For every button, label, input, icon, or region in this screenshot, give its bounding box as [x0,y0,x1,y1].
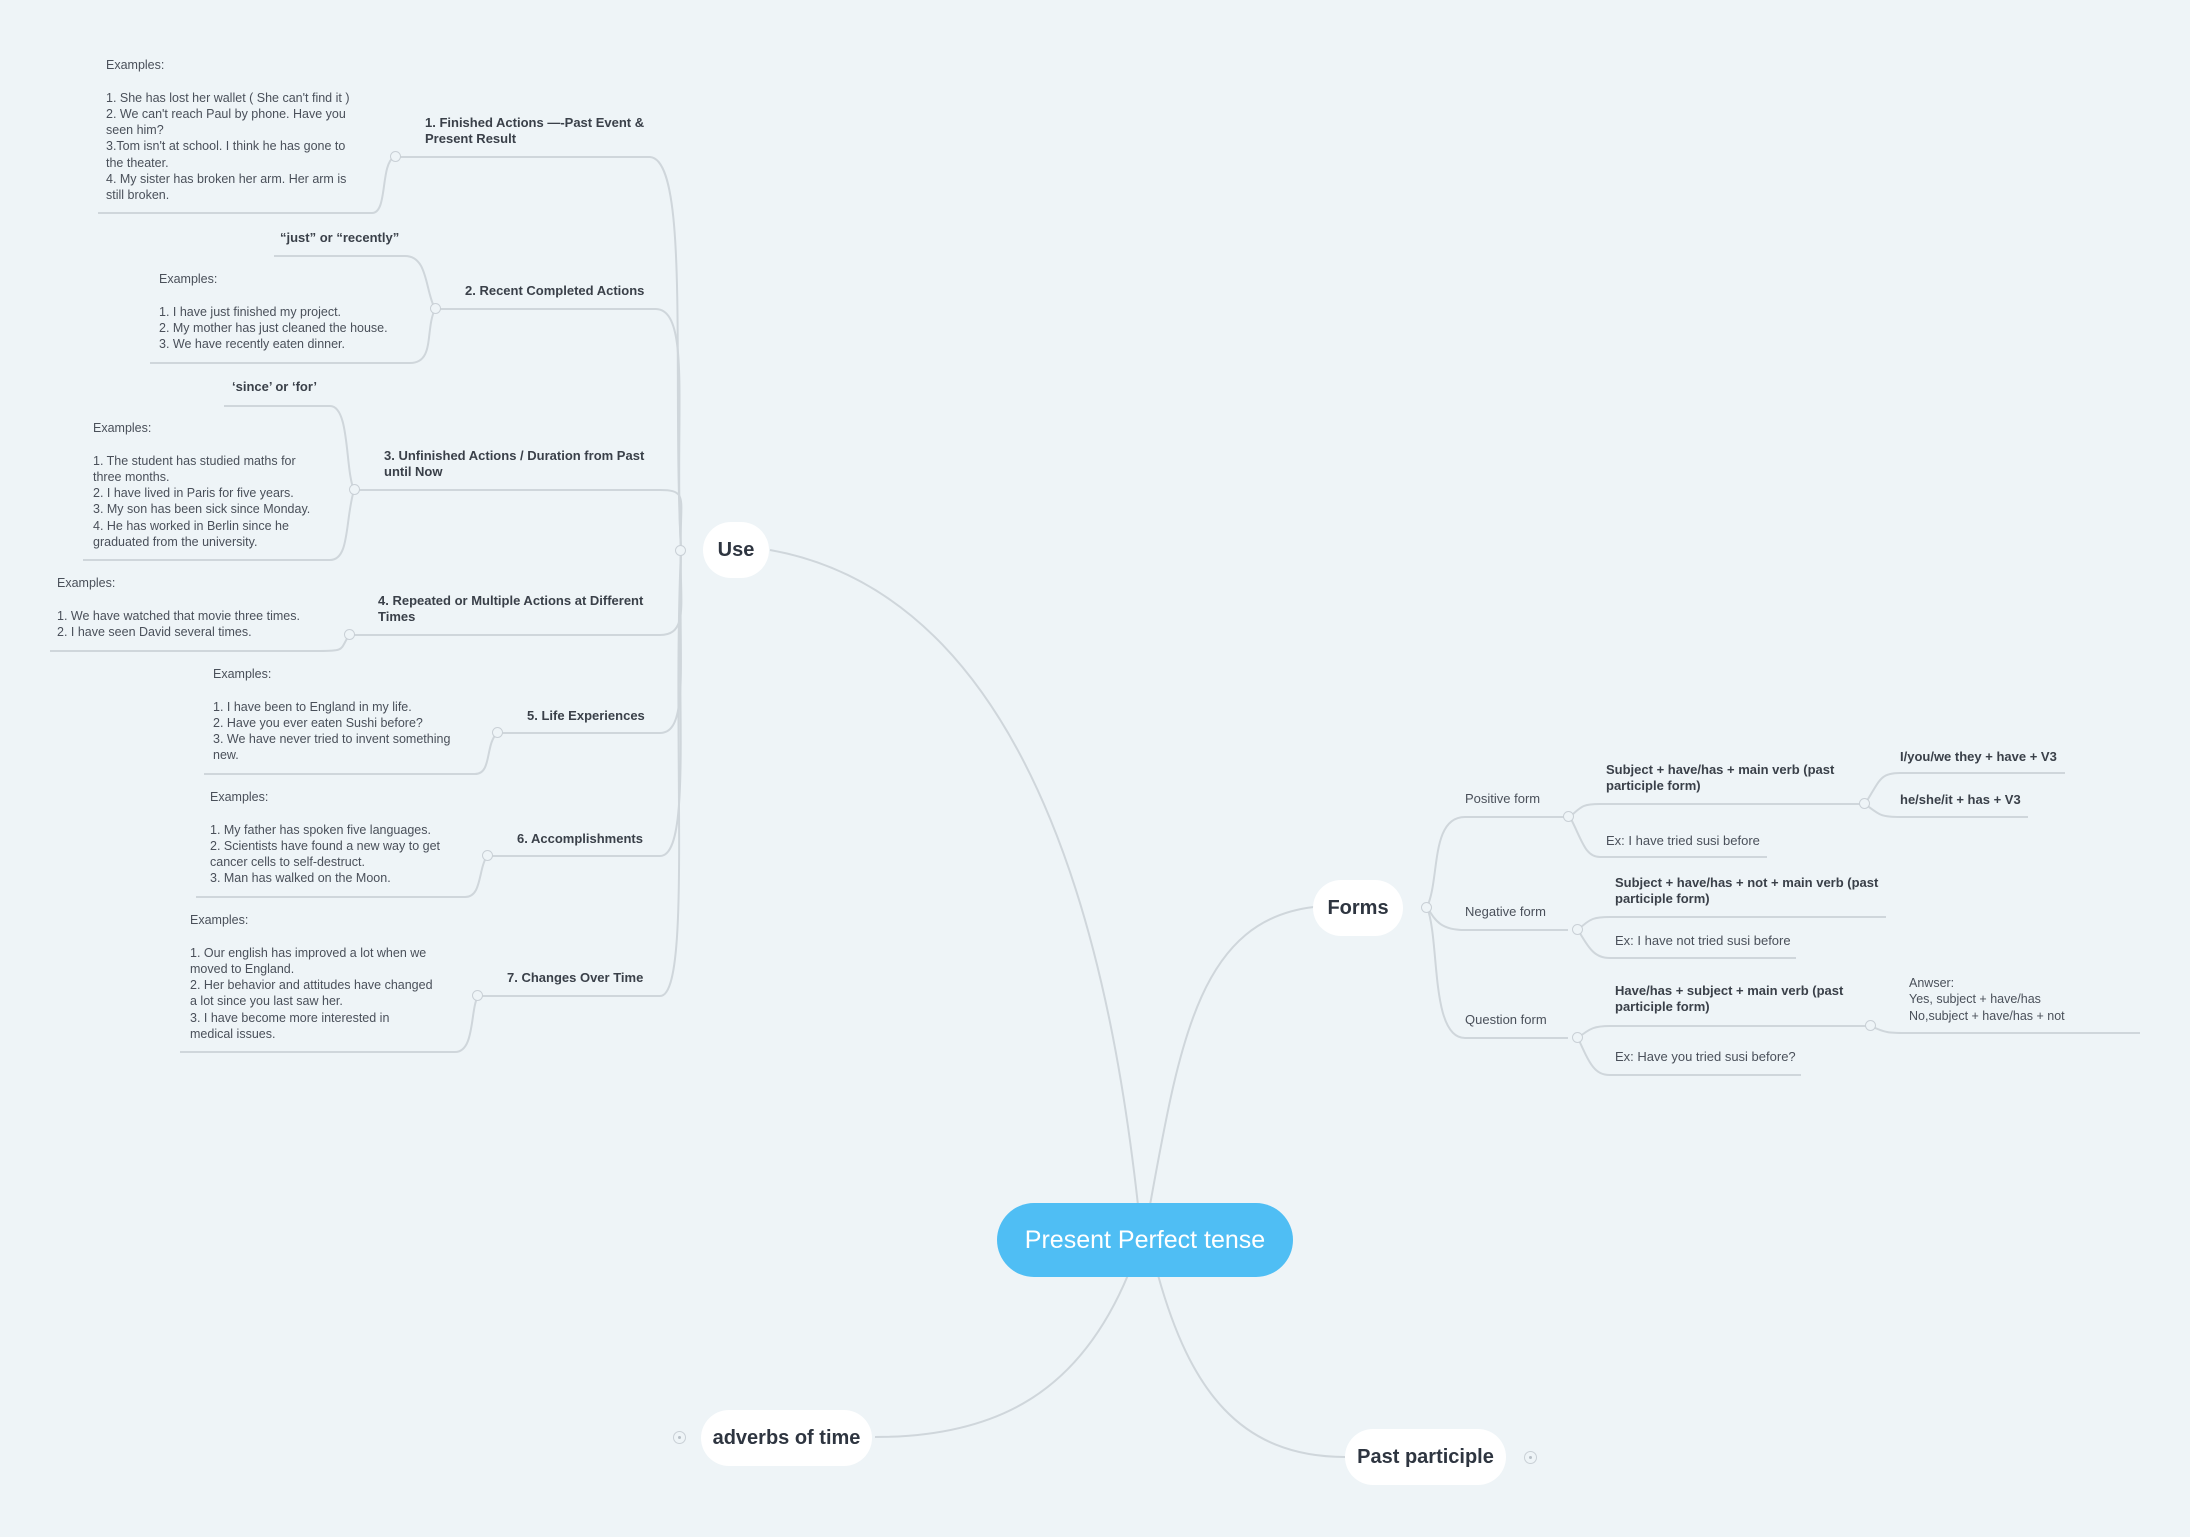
question-form-structure[interactable]: Have/has + subject + main verb (past par… [1615,983,1844,1014]
positive-form-label[interactable]: Positive form [1465,791,1541,806]
negative-form-label[interactable]: Negative form [1465,904,1546,919]
topic-forms-label: Forms [1327,896,1389,919]
link-use-u2 [435,308,682,551]
question-form-example[interactable]: Ex: Have you tried susi before? [1615,1049,1796,1064]
topic-adverbs-label: adverbs of time [712,1426,861,1449]
link-use-u5 [497,549,682,734]
use-item-2-examples[interactable]: Examples: 1. I have just finished my pro… [159,272,388,352]
question-form-label[interactable]: Question form [1465,1012,1547,1027]
use-item-1-toggle[interactable] [390,151,401,162]
question-form-answer[interactable]: Anwser: Yes, subject + have/has No,subje… [1909,976,2065,1023]
link-central-adverbs [874,1274,1129,1438]
link-question-structure [1577,1025,1871,1039]
link-question-example [1577,1037,1801,1076]
negative-form-toggle[interactable] [1572,924,1583,935]
link-forms-question [1426,906,1568,1039]
topic-use[interactable]: Use [703,522,769,578]
link-forms-positive [1426,816,1568,908]
link-u1-examples [98,156,395,214]
use-item-4-examples[interactable]: Examples: 1. We have watched that movie … [57,576,300,639]
use-item-3-keyword[interactable]: ‘since’ or ‘for’ [232,379,318,394]
link-u7-examples [180,995,479,1053]
use-collapse-toggle[interactable] [675,545,686,556]
use-item-6-examples[interactable]: Examples: 1. My father has spoken five l… [210,790,440,886]
link-negative-structure [1577,916,1886,931]
use-item-3-title[interactable]: 3. Unfinished Actions / Duration from Pa… [384,448,645,479]
link-negative-example [1577,929,1796,959]
link-u6-examples [196,855,488,898]
negative-form-example[interactable]: Ex: I have not tried susi before [1615,933,1791,948]
link-use-u1 [394,156,682,551]
positive-form-sub1[interactable]: I/you/we they + have + V3 [1900,749,2057,764]
link-use-u7 [478,549,682,997]
link-central-forms [1149,906,1315,1206]
adverbs-expand-toggle[interactable] [673,1431,686,1444]
topic-adverbs-of-time[interactable]: adverbs of time [701,1410,872,1466]
use-item-3-examples[interactable]: Examples: 1. The student has studied mat… [93,421,311,550]
topic-forms[interactable]: Forms [1313,880,1403,936]
use-item-5-examples[interactable]: Examples: 1. I have been to England in m… [213,667,451,763]
use-item-7-examples[interactable]: Examples: 1. Our english has improved a … [190,913,433,1042]
use-item-2-title[interactable]: 2. Recent Completed Actions [465,283,645,298]
use-item-6-title[interactable]: 6. Accomplishments [517,831,643,846]
topic-past-participle-label: Past participle [1357,1445,1494,1468]
use-item-1-examples[interactable]: Examples: 1. She has lost her wallet ( S… [106,58,350,203]
use-item-6-toggle[interactable] [482,850,493,861]
use-item-5-title[interactable]: 5. Life Experiences [527,708,645,723]
past-participle-expand-toggle[interactable] [1524,1451,1537,1464]
question-structure-toggle[interactable] [1865,1020,1876,1031]
link-positive-example [1569,816,1767,858]
positive-form-sub2[interactable]: he/she/it + has + V3 [1900,792,2021,807]
link-positive-structure [1568,803,1865,818]
central-topic-label: Present Perfect tense [1024,1225,1266,1254]
link-central-pastparticiple [1157,1274,1346,1458]
use-item-4-title[interactable]: 4. Repeated or Multiple Actions at Diffe… [378,593,644,624]
use-item-4-toggle[interactable] [344,629,355,640]
link-structure-sub2 [1864,803,2028,818]
central-topic[interactable]: Present Perfect tense [997,1203,1293,1277]
question-form-toggle[interactable] [1572,1032,1583,1043]
positive-structure-toggle[interactable] [1859,798,1870,809]
use-item-3-toggle[interactable] [349,484,360,495]
link-u2-keyword [274,255,436,310]
link-use-u3 [354,489,683,551]
link-central-use [769,549,1139,1206]
use-item-2-toggle[interactable] [430,303,441,314]
link-structure-sub1 [1864,772,2065,805]
positive-form-example[interactable]: Ex: I have tried susi before [1606,833,1760,848]
use-item-7-toggle[interactable] [472,990,483,1001]
link-question-answer [1870,1025,2140,1034]
positive-form-structure[interactable]: Subject + have/has + main verb (past par… [1606,762,1835,793]
use-item-7-title[interactable]: 7. Changes Over Time [507,970,644,985]
topic-use-label: Use [717,538,755,561]
link-u3-examples [83,489,355,561]
positive-form-toggle[interactable] [1563,811,1574,822]
use-item-1-title[interactable]: 1. Finished Actions —-Past Event & Prese… [425,115,645,146]
link-u3-keyword [224,405,355,491]
use-item-2-keyword[interactable]: “just” or “recently” [280,230,400,245]
negative-form-structure[interactable]: Subject + have/has + not + main verb (pa… [1615,875,1879,906]
link-u2-examples [150,308,436,364]
topic-past-participle[interactable]: Past participle [1345,1429,1506,1485]
forms-collapse-toggle[interactable] [1421,902,1432,913]
use-item-5-toggle[interactable] [492,727,503,738]
